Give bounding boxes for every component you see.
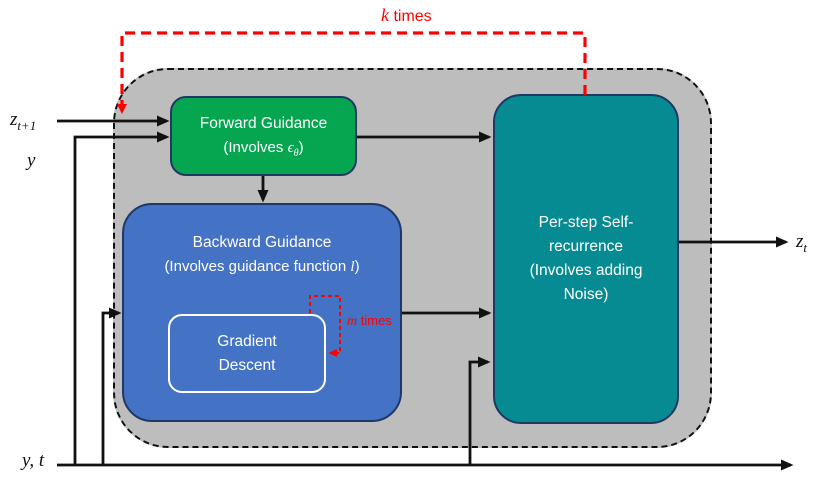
label-z-t1-input: zt+1 — [10, 109, 37, 133]
label-y-input: y — [27, 150, 36, 171]
self-recurrence-line1: Per-step Self- — [538, 214, 634, 231]
forward-guidance-title: Forward Guidance — [199, 115, 328, 132]
self-recurrence-line2: recurrence — [548, 238, 624, 255]
self-recurrence-box: Per-step Self- recurrence (Involves addi… — [493, 94, 679, 424]
label-m-times: m times — [347, 313, 392, 329]
backward-guidance-formula: (Involves guidance function l) — [164, 258, 360, 275]
forward-guidance-formula: (Involves ϵθ) — [223, 139, 304, 159]
gradient-descent-box: Gradient Descent — [168, 314, 326, 393]
backward-guidance-title: Backward Guidance — [192, 234, 332, 251]
forward-guidance-box: Forward Guidance (Involves ϵθ) — [170, 96, 357, 176]
gradient-descent-line1: Gradient — [217, 332, 277, 350]
self-recurrence-line4: Noise) — [563, 286, 609, 303]
gradient-descent-line2: Descent — [218, 356, 276, 374]
label-k-times: k times — [381, 5, 432, 25]
label-yt-input: y, t — [22, 450, 45, 471]
self-recurrence-line3: (Involves adding — [529, 262, 643, 279]
label-z-t-output: zt — [796, 231, 807, 255]
